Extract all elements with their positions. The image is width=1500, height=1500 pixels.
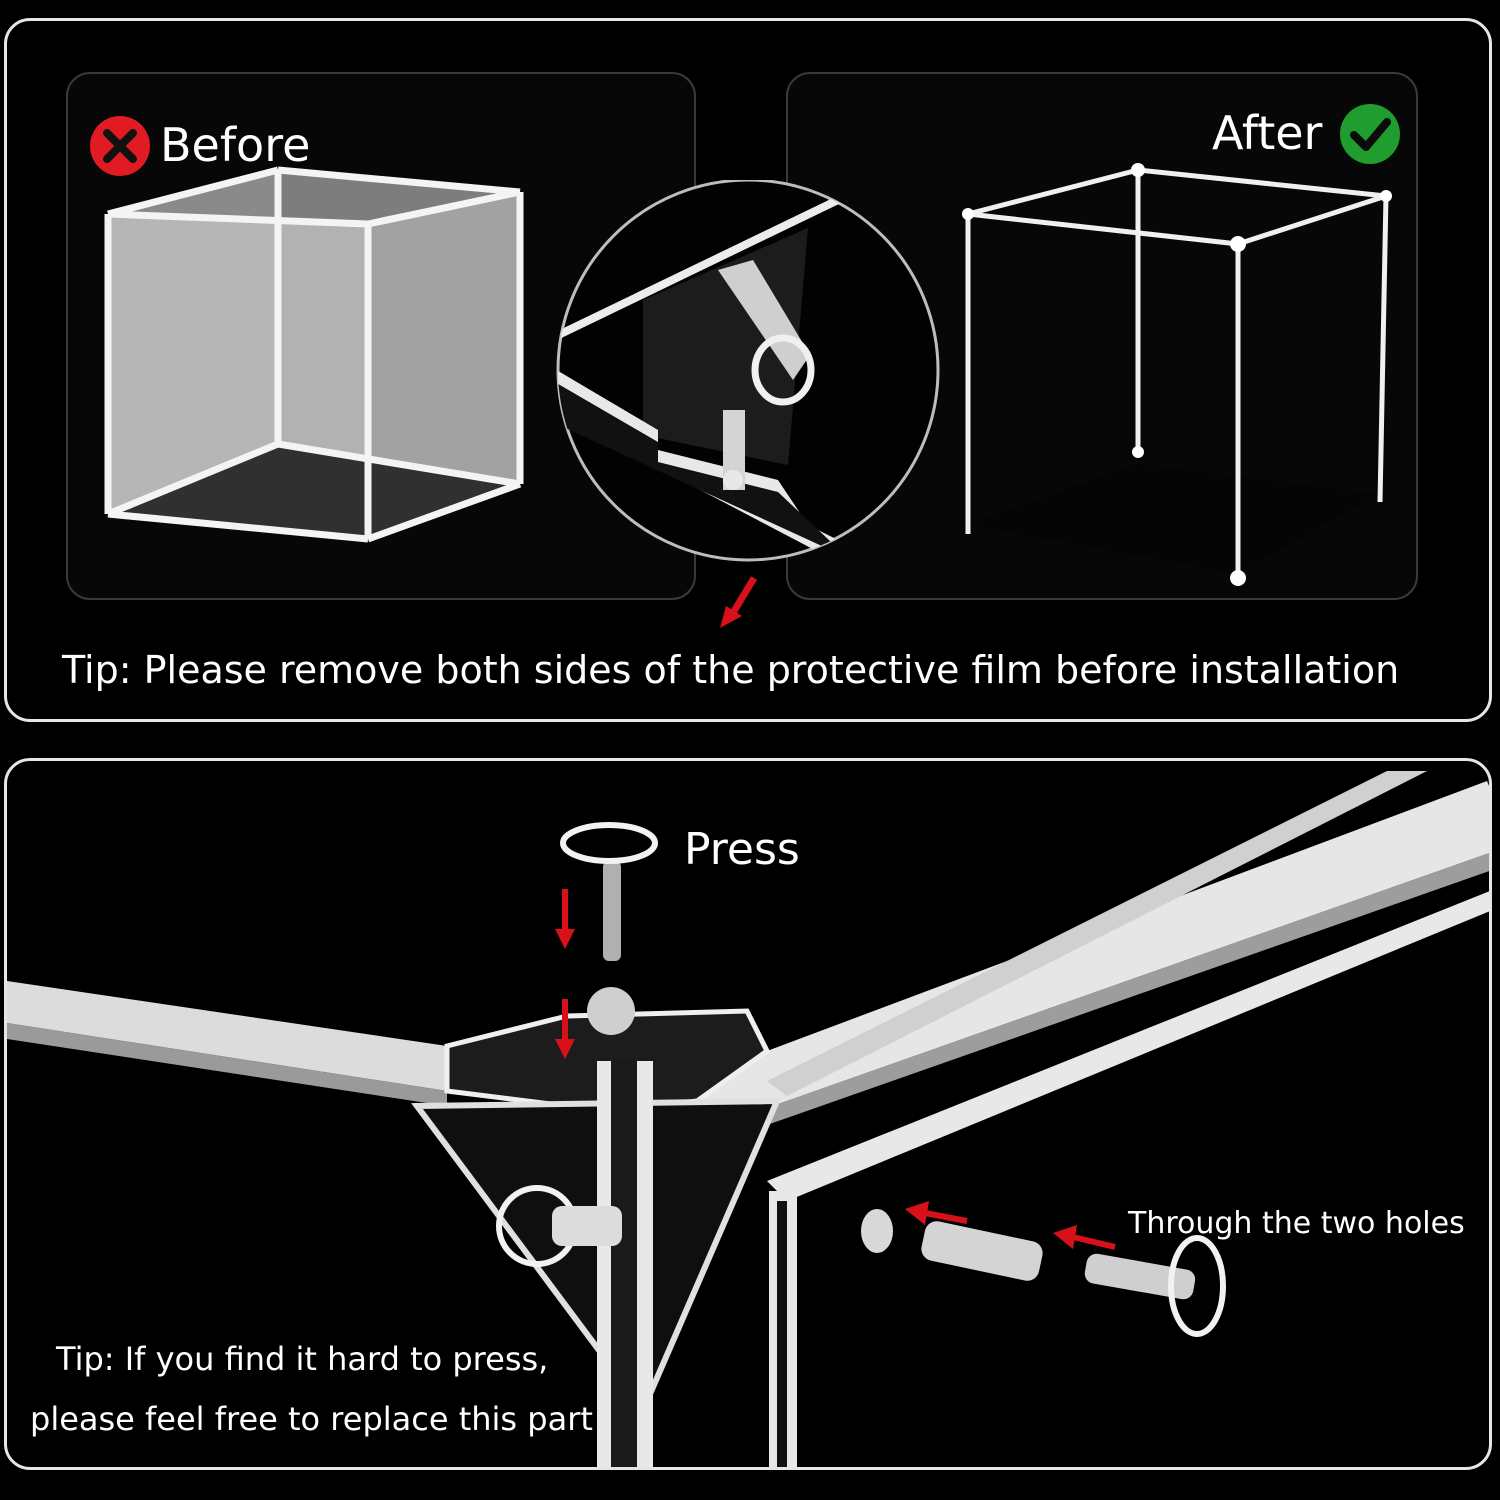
check-circle-icon — [1340, 104, 1400, 164]
corner-detail-magnifier — [556, 180, 940, 562]
clear-cube-illustration — [962, 163, 1392, 586]
x-circle-icon — [90, 116, 150, 176]
frosted-cube-illustration — [104, 166, 524, 543]
replace-part-tip-line2: please feel free to replace this part — [30, 1400, 593, 1438]
after-card — [786, 72, 1418, 600]
assembly-panel — [4, 758, 1492, 1470]
replace-part-tip-line1: Tip: If you find it hard to press, — [56, 1340, 549, 1378]
after-label: After — [1212, 106, 1323, 160]
corner-assembly-illustration — [7, 771, 1489, 1467]
before-card — [66, 72, 696, 600]
remove-film-tip: Tip: Please remove both sides of the pro… — [62, 648, 1400, 692]
before-label: Before — [160, 118, 311, 172]
press-label: Press — [684, 824, 800, 875]
pointer-arrow — [720, 576, 758, 628]
through-holes-label: Through the two holes — [1128, 1206, 1465, 1241]
